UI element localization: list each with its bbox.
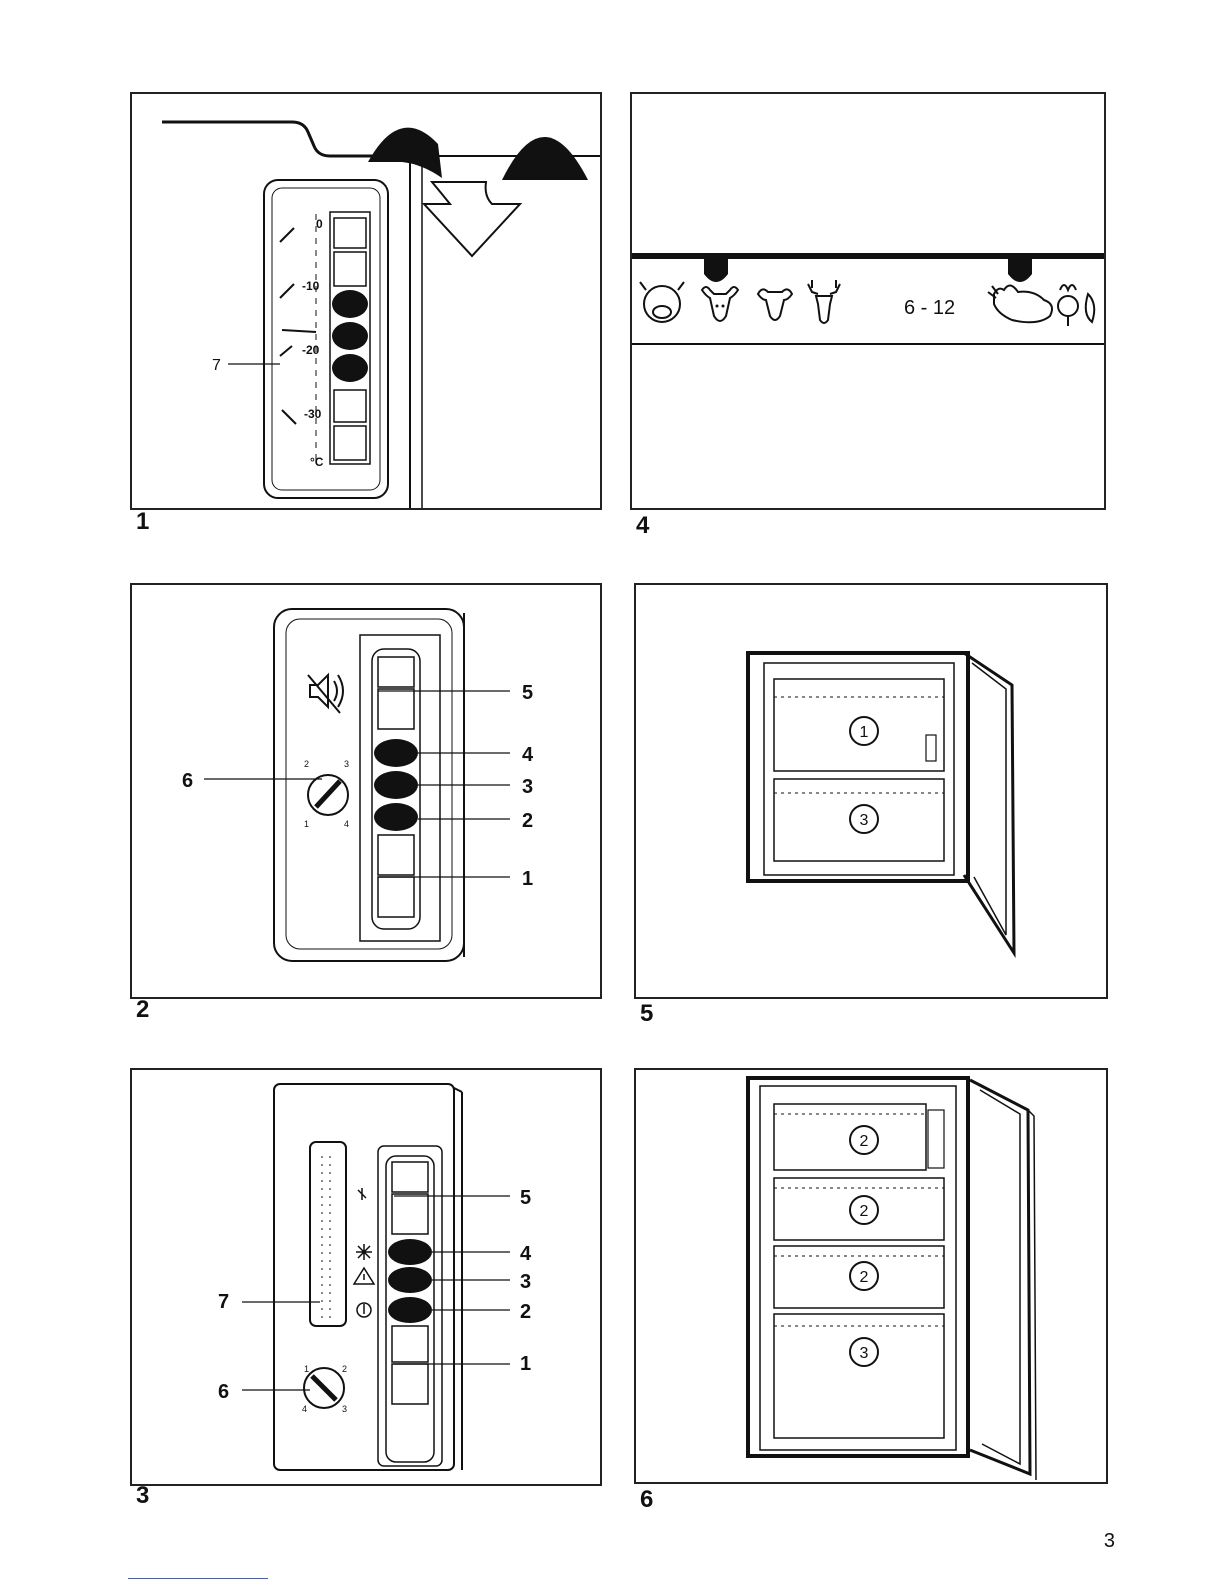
svg-text:1: 1 xyxy=(520,1353,531,1375)
temperature-scale: 0 -10 -20 -30 °C xyxy=(302,217,324,469)
indicator-3 xyxy=(388,1267,432,1293)
figure-4: 6 - 12 xyxy=(630,92,1106,510)
figure-5-drawing: 1 3 xyxy=(636,585,1106,997)
callout-7: 7 xyxy=(212,357,221,374)
svg-text:4: 4 xyxy=(344,819,349,829)
figure-number-5: 5 xyxy=(640,1000,653,1028)
figure-4-drawing: 6 - 12 xyxy=(632,94,1104,508)
page-number: 3 xyxy=(1104,1530,1115,1553)
indicator-4 xyxy=(388,1239,432,1265)
vegetable-icon xyxy=(1058,285,1094,326)
figure-1: 0 -10 -20 -30 °C 7 xyxy=(130,92,602,510)
figure-number-3: 3 xyxy=(136,1482,149,1510)
svg-text:2: 2 xyxy=(522,810,533,832)
svg-text:4: 4 xyxy=(522,744,534,766)
indicator-2 xyxy=(388,1297,432,1323)
warning-icon xyxy=(354,1268,374,1284)
svg-text:2: 2 xyxy=(520,1301,531,1323)
figure-6-drawing: 2 2 2 3 xyxy=(636,1070,1106,1482)
fast-freeze-icon xyxy=(356,1244,372,1260)
cow-icon xyxy=(702,287,738,321)
thermostat-dial[interactable]: 2 3 1 4 xyxy=(304,759,349,829)
svg-text:2: 2 xyxy=(860,1203,869,1220)
sheep-icon xyxy=(758,289,792,320)
svg-text:2: 2 xyxy=(342,1364,347,1374)
svg-text:2: 2 xyxy=(860,1269,869,1286)
svg-text:0: 0 xyxy=(316,217,323,231)
indicator-3 xyxy=(374,771,418,799)
storage-months-label: 6 - 12 xyxy=(904,297,955,319)
svg-text:2: 2 xyxy=(304,759,309,769)
indicator-2 xyxy=(374,803,418,831)
svg-text:1: 1 xyxy=(860,724,869,741)
link-underline[interactable] xyxy=(128,1578,268,1579)
poultry-icon xyxy=(988,285,1052,322)
indicator-4 xyxy=(374,739,418,767)
figure-number-6: 6 xyxy=(640,1486,653,1514)
svg-text:-20: -20 xyxy=(302,343,320,357)
svg-text:-30: -30 xyxy=(304,407,322,421)
figure-2-drawing: 2 3 1 4 5 4 3 2 1 6 xyxy=(132,585,600,997)
svg-text:7: 7 xyxy=(218,1291,229,1313)
thermostat-dial[interactable]: 1 2 4 3 xyxy=(302,1364,347,1414)
power-icon xyxy=(357,1303,371,1317)
alarm-mute-icon xyxy=(358,1188,366,1200)
deer-icon xyxy=(808,280,840,323)
svg-text:3: 3 xyxy=(860,812,869,829)
figure-1-drawing: 0 -10 -20 -30 °C 7 xyxy=(132,94,600,508)
svg-text:3: 3 xyxy=(342,1404,347,1414)
svg-text:1: 1 xyxy=(304,1364,309,1374)
svg-text:°C: °C xyxy=(310,455,324,469)
figure-3: 1 2 4 3 5 4 3 2 1 7 6 xyxy=(130,1068,602,1486)
svg-text:3: 3 xyxy=(522,776,533,798)
svg-text:3: 3 xyxy=(344,759,349,769)
svg-text:-10: -10 xyxy=(302,279,320,293)
svg-text:5: 5 xyxy=(520,1187,531,1209)
svg-text:5: 5 xyxy=(522,682,533,704)
svg-text:3: 3 xyxy=(520,1271,531,1293)
figure-3-drawing: 1 2 4 3 5 4 3 2 1 7 6 xyxy=(132,1070,600,1484)
svg-text:2: 2 xyxy=(860,1133,869,1150)
svg-text:6: 6 xyxy=(218,1381,229,1403)
figure-2: 2 3 1 4 5 4 3 2 1 6 xyxy=(130,583,602,999)
figure-number-1: 1 xyxy=(136,508,149,536)
pig-icon xyxy=(640,282,684,322)
svg-text:4: 4 xyxy=(302,1404,307,1414)
figure-number-2: 2 xyxy=(136,996,149,1024)
svg-text:4: 4 xyxy=(520,1243,532,1265)
svg-text:1: 1 xyxy=(522,868,533,890)
alarm-mute-icon xyxy=(308,675,343,713)
svg-text:6: 6 xyxy=(182,770,193,792)
figure-6: 2 2 2 3 xyxy=(634,1068,1108,1484)
figure-5: 1 3 xyxy=(634,583,1108,999)
svg-text:3: 3 xyxy=(860,1345,869,1362)
svg-text:1: 1 xyxy=(304,819,309,829)
figure-number-4: 4 xyxy=(636,512,649,540)
